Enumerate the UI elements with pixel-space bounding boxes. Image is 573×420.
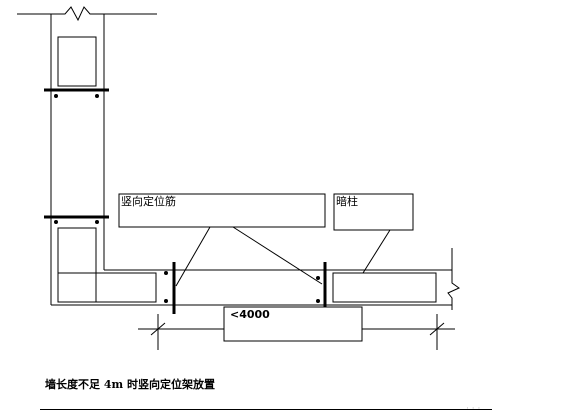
vertical-positioning-bar-left [164, 262, 176, 314]
right-break-line [447, 248, 460, 310]
dimension-box [223, 306, 363, 342]
horizontal-wall [51, 269, 452, 306]
hidden-column-top [57, 36, 97, 87]
leader-line-hidden-column [362, 229, 391, 274]
callout-label-hidden-column: 暗柱 [336, 194, 358, 208]
horizontal-positioning-bar-lower [44, 215, 109, 224]
vertical-wall [50, 14, 105, 305]
callout-label-vertical-bar: 竖向定位筋 [121, 194, 176, 208]
horizontal-positioning-bar-upper [44, 88, 109, 98]
callout-box-vertical-bar [118, 193, 326, 228]
leader-lines-vertical-bar [175, 226, 323, 287]
faint-dots-mark: · · · [466, 404, 481, 414]
top-break-line [17, 6, 157, 22]
callout-box-hidden-column [333, 193, 414, 231]
hidden-column-left [57, 272, 157, 303]
hidden-column-right [332, 272, 437, 303]
figure-caption: 墙长度不足 4m 时竖向定位架放置 [45, 378, 215, 391]
caption-rule [40, 409, 492, 410]
dimension-label: <4000 [230, 308, 270, 321]
vertical-positioning-bar-right [316, 262, 327, 314]
hidden-column-corner [57, 227, 97, 303]
